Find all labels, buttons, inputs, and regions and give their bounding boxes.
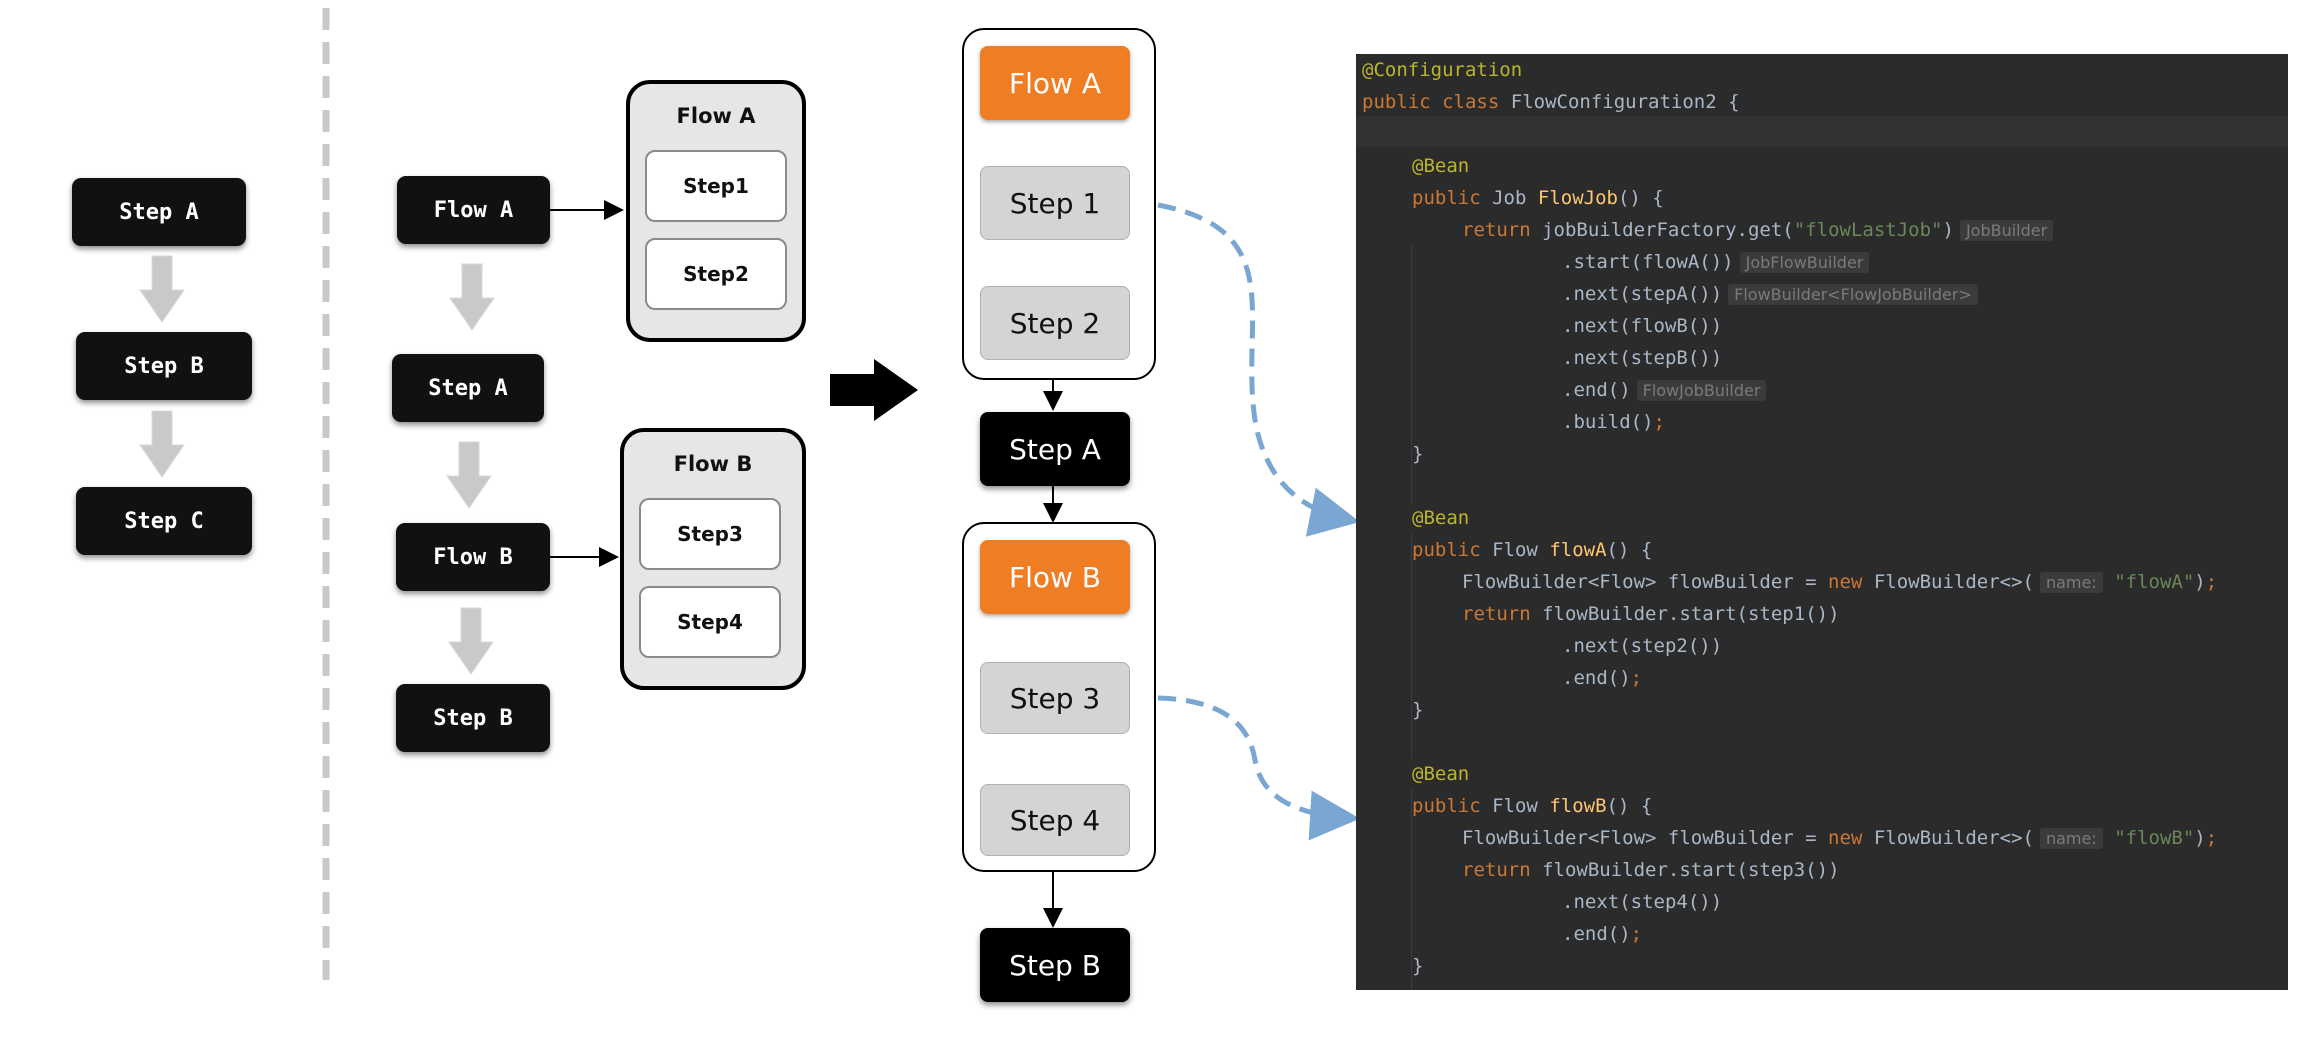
code-line: public class FlowConfiguration2 { bbox=[1362, 91, 1740, 113]
code-line: @Bean bbox=[1412, 763, 1470, 785]
code-panel: @Configuration public class FlowConfigur… bbox=[1356, 54, 2288, 990]
flow-a-step1: Step1 bbox=[645, 150, 787, 222]
code-line: public Flow flowB() { bbox=[1412, 795, 1653, 817]
mid-flow-b-box: Flow B Step3 Step4 bbox=[620, 428, 806, 690]
code-line: .build(); bbox=[1562, 411, 1665, 433]
code-line: return flowBuilder.start(step1()) bbox=[1462, 603, 1840, 625]
big-right-arrow bbox=[830, 359, 918, 421]
flowA-code-link bbox=[1157, 202, 1360, 537]
down-arrow bbox=[446, 441, 492, 509]
left-step-c: Step C bbox=[76, 487, 252, 555]
indent-guide bbox=[1411, 789, 1412, 990]
code-line: .next(step2()) bbox=[1562, 635, 1723, 657]
code-line: } bbox=[1412, 443, 1424, 465]
right-flow-a: Flow A bbox=[980, 46, 1130, 120]
code-line: .start(flowA())JobFlowBuilder bbox=[1562, 246, 1870, 278]
right-step-4: Step 4 bbox=[980, 784, 1130, 856]
down-arrow bbox=[139, 255, 185, 323]
right-step-3: Step 3 bbox=[980, 662, 1130, 734]
code-line: .next(flowB()) bbox=[1562, 315, 1723, 337]
mid-step-b: Step B bbox=[396, 684, 550, 752]
mid-flow-b: Flow B bbox=[396, 523, 550, 591]
left-step-a: Step A bbox=[72, 178, 246, 246]
right-step-1: Step 1 bbox=[980, 166, 1130, 240]
code-line: public Job FlowJob() { bbox=[1412, 187, 1664, 209]
code-line: } bbox=[1412, 955, 1424, 977]
left-down-arrows bbox=[139, 255, 185, 478]
flow-a-box-title: Flow A bbox=[676, 104, 756, 128]
code-line: FlowBuilder<Flow> flowBuilder = new Flow… bbox=[1462, 827, 2218, 849]
down-arrow bbox=[139, 410, 185, 478]
right-step-a: Step A bbox=[980, 412, 1130, 486]
code-line: .next(stepB()) bbox=[1562, 347, 1723, 369]
flowB-code-link bbox=[1157, 695, 1360, 841]
code-line: FlowBuilder<Flow> flowBuilder = new Flow… bbox=[1462, 571, 2218, 593]
down-arrow bbox=[449, 263, 495, 331]
code-line: .end(); bbox=[1562, 923, 1643, 945]
code-line: @Bean bbox=[1412, 507, 1470, 529]
code-line: public Flow flowA() { bbox=[1412, 539, 1653, 561]
mid-step-a: Step A bbox=[392, 354, 544, 422]
code-line: .next(stepA())FlowBuilder<FlowJobBuilder… bbox=[1562, 278, 1978, 310]
flow-b-step4: Step4 bbox=[639, 586, 781, 658]
indent-guide bbox=[1411, 534, 1412, 759]
left-step-b: Step B bbox=[76, 332, 252, 400]
code-line: @Bean bbox=[1412, 155, 1470, 177]
indent-guide bbox=[1411, 244, 1412, 504]
code-line: @Configuration bbox=[1362, 59, 1523, 81]
code-line: } bbox=[1412, 699, 1424, 721]
code-line: .end(); bbox=[1562, 667, 1643, 689]
right-step-b: Step B bbox=[980, 928, 1130, 1002]
code-line: return flowBuilder.start(step3()) bbox=[1462, 859, 1840, 881]
flow-a-step2: Step2 bbox=[645, 238, 787, 310]
right-flow-b: Flow B bbox=[980, 540, 1130, 614]
current-line-highlight bbox=[1356, 116, 2288, 147]
mid-flow-a: Flow A bbox=[397, 176, 550, 244]
code-line: .end()FlowJobBuilder bbox=[1562, 374, 1767, 406]
mid-flow-a-box: Flow A Step1 Step2 bbox=[626, 80, 806, 342]
code-line: return jobBuilderFactory.get("flowLastJo… bbox=[1462, 214, 2054, 246]
code-line: .next(step4()) bbox=[1562, 891, 1723, 913]
right-step-2: Step 2 bbox=[980, 286, 1130, 360]
down-arrow bbox=[448, 607, 494, 675]
middle-down-arrows bbox=[446, 263, 495, 675]
flow-b-box-title: Flow B bbox=[673, 452, 753, 476]
flow-b-step3: Step3 bbox=[639, 498, 781, 570]
